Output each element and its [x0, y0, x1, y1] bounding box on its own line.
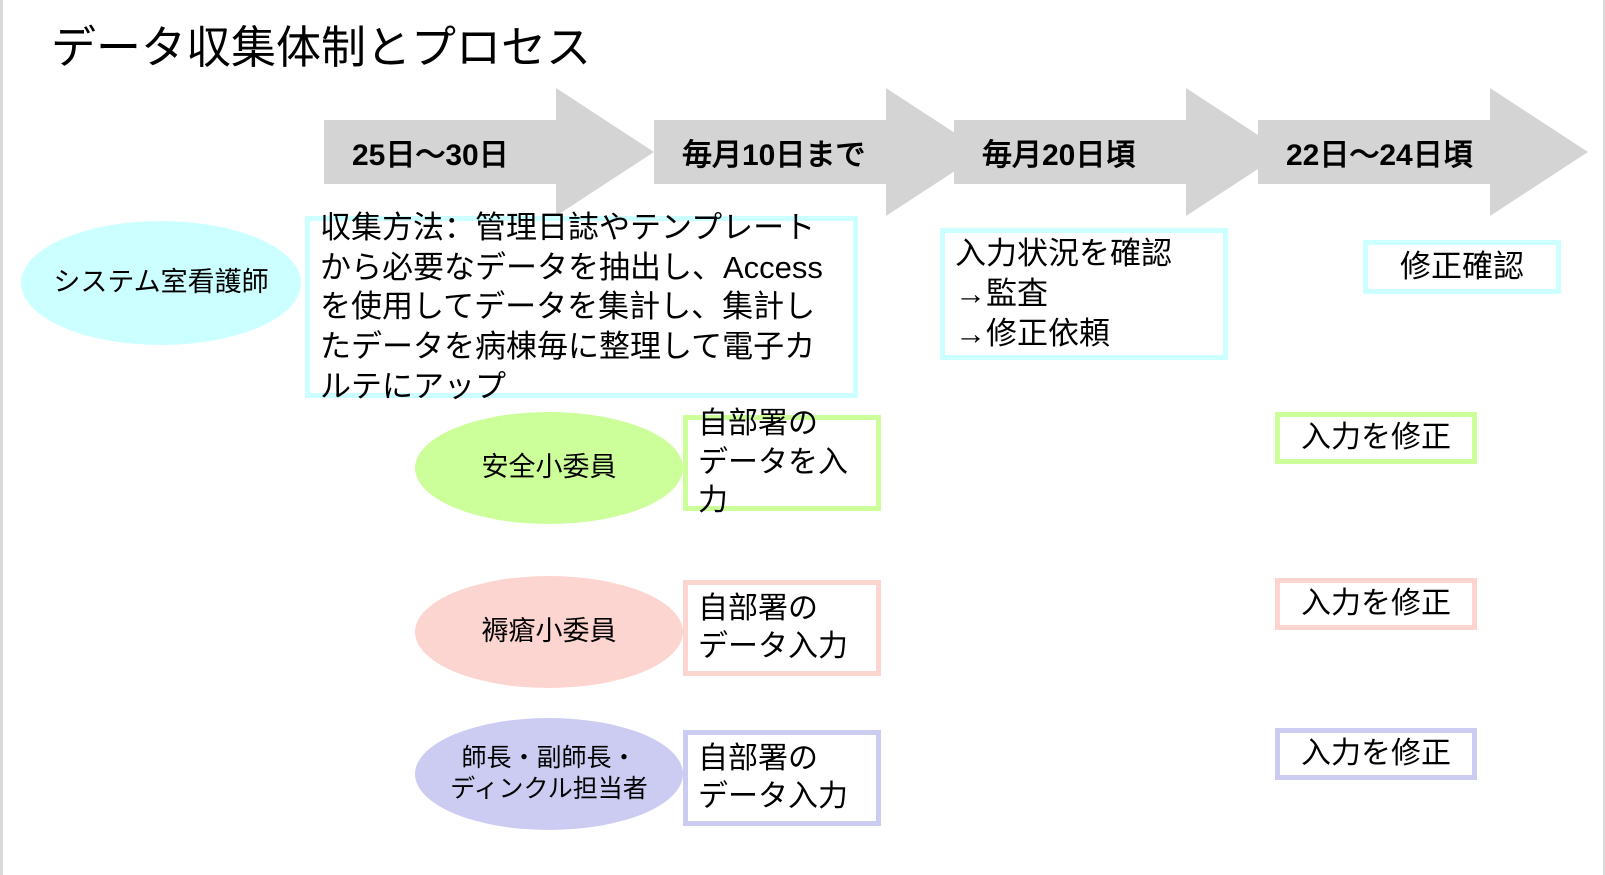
arrow-right-icon	[1258, 88, 1588, 216]
timeline-arrow-2[interactable]: 毎月10日まで	[654, 88, 984, 216]
role-label: 安全小委員	[481, 452, 617, 483]
role-label: 師長・副師長・ ディンクル担当者	[450, 743, 648, 803]
task-text: 自部署の データ入力	[698, 741, 848, 813]
timeline-arrow-2-label: 毎月10日まで	[682, 139, 866, 172]
final-text: 修正確認	[1400, 249, 1524, 285]
task-box-head-nurse[interactable]: 自部署の データ入力	[683, 730, 881, 826]
arrow-right-icon	[954, 88, 1284, 216]
task-box-safety-committee[interactable]: 自部署の データを入力	[683, 407, 881, 517]
task-box-system-nurse[interactable]: 収集方法：管理日誌やテンプレートから必要なデータを抽出し、Accessを使用して…	[305, 210, 858, 404]
role-ellipse-head-nurse[interactable]: 師長・副師長・ ディンクル担当者	[415, 718, 683, 830]
final-box-safety-committee[interactable]: 入力を修正	[1275, 412, 1477, 464]
arrow-right-icon	[324, 88, 654, 216]
arrow-right-icon	[654, 88, 984, 216]
task-text: 収集方法：管理日誌やテンプレートから必要なデータを抽出し、Accessを使用して…	[320, 209, 823, 404]
page-title: データ収集体制とプロセス	[51, 22, 592, 73]
task-text: 自部署の データ入力	[698, 591, 848, 663]
final-text: 入力を修正	[1301, 420, 1451, 454]
role-ellipse-safety-committee[interactable]: 安全小委員	[415, 412, 683, 524]
check-box-system-nurse[interactable]: 入力状況を確認 →監査 →修正依頼	[940, 228, 1228, 360]
role-ellipse-pressure-ulcer-committee[interactable]: 褥瘡小委員	[415, 576, 683, 688]
timeline-arrow-1[interactable]: 25日～30日	[324, 88, 654, 216]
task-text: 自部署の データを入力	[698, 407, 848, 518]
final-box-head-nurse[interactable]: 入力を修正	[1275, 728, 1477, 780]
role-label: 褥瘡小委員	[481, 616, 617, 647]
final-box-system-nurse[interactable]: 修正確認	[1363, 240, 1561, 294]
final-box-pressure-ulcer-committee[interactable]: 入力を修正	[1275, 578, 1477, 630]
role-ellipse-system-nurse[interactable]: システム室看護師	[21, 221, 301, 345]
role-label: システム室看護師	[53, 267, 269, 298]
timeline-arrow-1-label: 25日～30日	[352, 139, 509, 172]
task-box-pressure-ulcer-committee[interactable]: 自部署の データ入力	[683, 580, 881, 676]
timeline-arrow-3-label: 毎月20日頃	[982, 139, 1136, 172]
final-text: 入力を修正	[1301, 736, 1451, 770]
final-text: 入力を修正	[1301, 586, 1451, 620]
timeline-arrow-4-label: 22日～24日頃	[1286, 139, 1473, 172]
timeline-arrow-3[interactable]: 毎月20日頃	[954, 88, 1284, 216]
check-text: 入力状況を確認 →監査 →修正依頼	[955, 236, 1172, 351]
timeline-arrow-4[interactable]: 22日～24日頃	[1258, 88, 1588, 216]
